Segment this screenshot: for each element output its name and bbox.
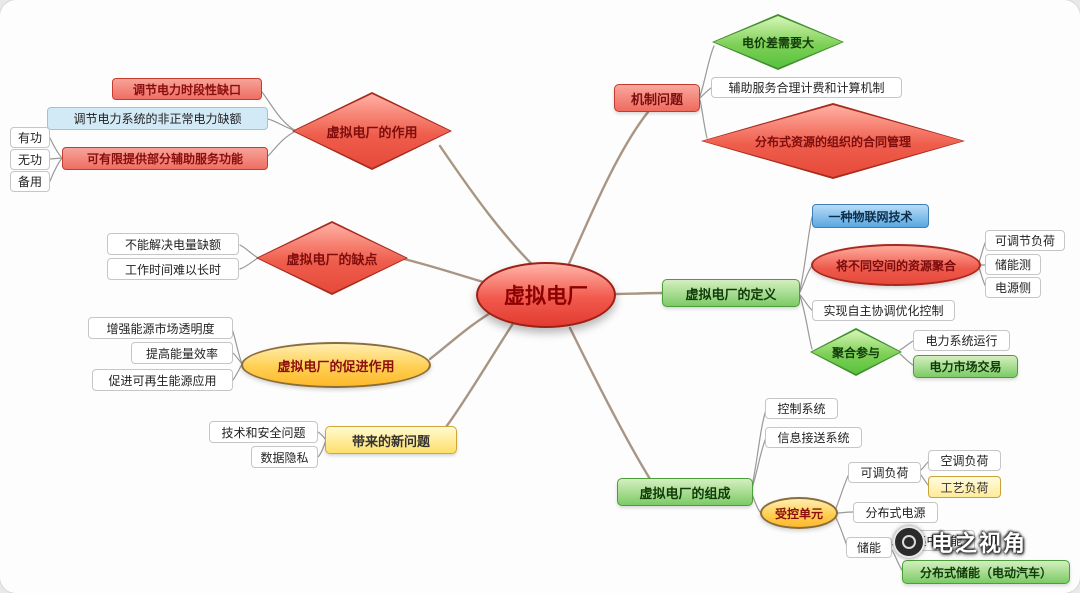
node-defect[interactable]: 虚拟电厂的缺点 (256, 221, 408, 295)
node-comp-c3c2[interactable]: 分布式储能（电动汽车） (902, 560, 1070, 584)
node-role-c1[interactable]: 调节电力时段性缺口 (112, 78, 262, 100)
node-label: 受控单元 (774, 506, 823, 521)
node-label: 信息接送系统 (777, 431, 850, 445)
node-label: 空调负荷 (940, 454, 989, 468)
node-label: 备用 (17, 175, 42, 189)
node-label: 技术和安全问题 (221, 425, 306, 440)
node-definition[interactable]: 虚拟电厂的定义 (662, 279, 800, 307)
node-label: 电力系统运行 (925, 334, 998, 348)
node-label: 无功 (17, 153, 42, 167)
node-label: 控制系统 (777, 402, 826, 416)
node-label: 虚拟电厂的组成 (639, 486, 731, 502)
node-def-c1[interactable]: 一种物联网技术 (812, 204, 929, 228)
node-label: 可调节负荷 (994, 234, 1055, 248)
node-label: 储能 (856, 541, 881, 555)
node-label: 虚拟电厂的缺点 (286, 252, 378, 268)
node-def-c4b[interactable]: 电力市场交易 (913, 355, 1018, 378)
node-newissue[interactable]: 带来的新问题 (325, 426, 457, 454)
node-def-c3[interactable]: 实现自主协调优化控制 (812, 300, 955, 321)
node-newissue-c2[interactable]: 数据隐私 (251, 446, 318, 468)
node-def-c2b[interactable]: 储能测 (985, 254, 1041, 275)
node-center[interactable]: 虚拟电厂 (476, 262, 616, 328)
node-comp-c3a[interactable]: 可调负荷 (848, 462, 921, 483)
node-role-c3a[interactable]: 有功 (10, 127, 50, 148)
node-label: 促进可再生能源应用 (108, 373, 217, 388)
node-label: 调节电力系统的非正常电力缺额 (73, 112, 242, 126)
node-def-c2[interactable]: 将不同空间的资源聚合 (811, 244, 981, 286)
node-label: 实现自主协调优化控制 (823, 304, 944, 318)
node-label: 虚拟电厂 (504, 284, 588, 308)
node-promote-c1[interactable]: 增强能源市场透明度 (88, 317, 233, 339)
node-label: 辅助服务合理计费和计算机制 (728, 81, 885, 95)
node-mechanism[interactable]: 机制问题 (614, 84, 700, 112)
node-label: 有功 (17, 131, 42, 145)
node-comp-c2[interactable]: 信息接送系统 (765, 427, 862, 448)
node-label: 电价差需要大 (741, 35, 814, 50)
node-defect-c2[interactable]: 工作时间难以长时 (107, 258, 239, 280)
node-comp-c3b[interactable]: 分布式电源 (853, 502, 938, 523)
node-label: 一种物联网技术 (828, 209, 913, 224)
watermark: 电之视角 (893, 526, 1027, 558)
node-role-c3b[interactable]: 无功 (10, 149, 50, 170)
node-label: 增强能源市场透明度 (106, 321, 215, 336)
node-label: 工艺负荷 (940, 480, 989, 495)
node-label: 可有限提供部分辅助服务功能 (86, 152, 243, 166)
node-composition[interactable]: 虚拟电厂的组成 (617, 478, 753, 506)
node-label: 虚拟电厂的定义 (685, 287, 777, 303)
node-def-c2c[interactable]: 电源侧 (985, 277, 1041, 298)
node-label: 提高能量效率 (145, 346, 218, 361)
node-comp-c3a1[interactable]: 空调负荷 (928, 450, 1001, 471)
node-promote-c2[interactable]: 提高能量效率 (131, 342, 233, 364)
node-label: 分布式资源的组织的合同管理 (754, 134, 911, 149)
node-comp-c3c[interactable]: 储能 (846, 537, 892, 558)
node-def-c2a[interactable]: 可调节负荷 (985, 230, 1065, 251)
node-label: 分布式电源 (865, 506, 926, 520)
node-def-c4a[interactable]: 电力系统运行 (913, 330, 1010, 351)
node-role-c3c[interactable]: 备用 (10, 171, 50, 192)
node-mech-c1[interactable]: 电价差需要大 (712, 14, 844, 70)
node-role[interactable]: 虚拟电厂的作用 (292, 92, 452, 170)
watermark-text: 电之视角 (931, 532, 1028, 557)
node-promote-c3[interactable]: 促进可再生能源应用 (92, 369, 233, 391)
node-role-c3[interactable]: 可有限提供部分辅助服务功能 (62, 147, 268, 170)
node-promote[interactable]: 虚拟电厂的促进作用 (241, 342, 431, 388)
node-label: 虚拟电厂的促进作用 (277, 359, 395, 375)
node-label: 电力市场交易 (929, 360, 1002, 374)
node-label: 工作时间难以长时 (124, 262, 221, 277)
node-comp-c3a2[interactable]: 工艺负荷 (928, 476, 1001, 498)
node-label: 储能测 (994, 258, 1031, 272)
node-mech-c3[interactable]: 分布式资源的组织的合同管理 (701, 103, 965, 179)
node-defect-c1[interactable]: 不能解决电量缺额 (107, 233, 239, 255)
node-mech-c2[interactable]: 辅助服务合理计费和计算机制 (711, 77, 902, 98)
node-comp-c1[interactable]: 控制系统 (765, 398, 838, 419)
node-label: 将不同空间的资源聚合 (835, 258, 956, 273)
node-label: 带来的新问题 (351, 434, 430, 450)
node-label: 分布式储能（电动汽车） (919, 565, 1052, 580)
node-newissue-c1[interactable]: 技术和安全问题 (209, 421, 318, 443)
node-label: 可调负荷 (860, 466, 909, 480)
camera-icon (893, 526, 925, 558)
node-label: 机制问题 (630, 92, 683, 108)
node-label: 聚合参与 (831, 345, 880, 360)
node-label: 数据隐私 (260, 450, 309, 465)
node-label: 集中储能 (914, 534, 963, 548)
node-comp-c3[interactable]: 受控单元 (760, 497, 838, 529)
node-role-c2[interactable]: 调节电力系统的非正常电力缺额 (47, 107, 268, 130)
node-label: 调节电力时段性缺口 (132, 82, 241, 97)
node-label: 电源侧 (994, 281, 1031, 295)
node-label: 不能解决电量缺额 (124, 237, 221, 252)
node-def-c4[interactable]: 聚合参与 (810, 328, 902, 376)
node-label: 虚拟电厂的作用 (326, 125, 418, 141)
